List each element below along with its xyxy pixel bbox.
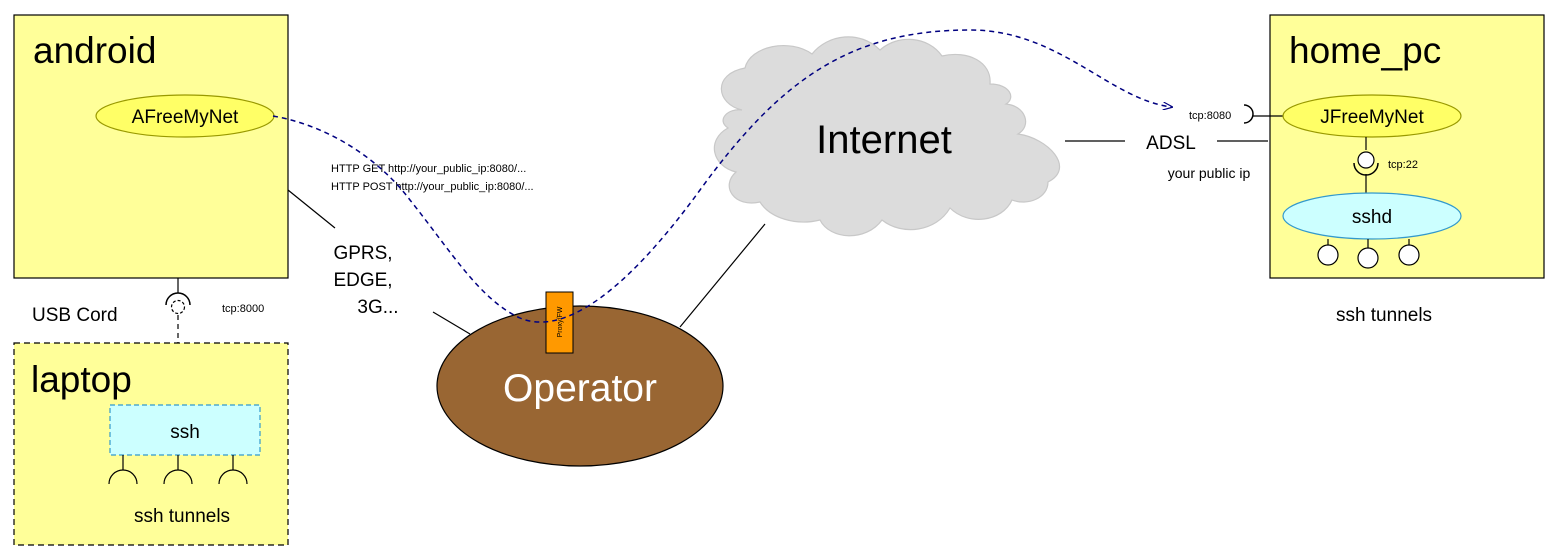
- laptop-tunnel-sockets: [108, 455, 248, 485]
- laptop-tunnels-label: ssh tunnels: [134, 506, 230, 527]
- home-tunnels-label: ssh tunnels: [1336, 305, 1432, 326]
- adsl-label: ADSL: [1146, 133, 1196, 154]
- home-pc-title: home_pc: [1289, 30, 1441, 71]
- home-pc-node: home_pc tcp:8080 JFreeMyNet tcp:22 sshd: [1189, 14, 1545, 279]
- usb-cord-label: USB Cord: [32, 305, 118, 326]
- http-port-socket-icon: [1243, 104, 1254, 124]
- ssh-port-plug-icon: [1357, 151, 1375, 169]
- internet-label: Internet: [816, 118, 952, 162]
- mobile-link-gprs: GPRS,: [333, 243, 392, 264]
- http-post-label: HTTP POST http://your_public_ip:8080/...: [331, 181, 534, 193]
- proxy-firewall-label: Proxy/FW: [557, 306, 564, 337]
- operator-label: Operator: [503, 367, 657, 410]
- mobile-link-edge: EDGE,: [333, 270, 392, 291]
- http-tunnel-path: [272, 29, 1172, 323]
- mobile-link-3g: 3G...: [357, 297, 398, 318]
- gprs-to-operator-line: [432, 311, 471, 335]
- usb-socket-icon: [165, 292, 191, 306]
- android-box: [13, 14, 289, 279]
- ssh-client-box: [109, 404, 261, 456]
- proxy-firewall-box: [545, 291, 574, 354]
- laptop-node: laptop ssh ssh tunnels: [13, 342, 289, 546]
- usb-plug-icon: [170, 299, 186, 315]
- android-node: android AFreeMyNet: [13, 14, 289, 279]
- laptop-title: laptop: [31, 359, 132, 400]
- ssh-client-label: ssh: [170, 422, 200, 443]
- sshd-label: sshd: [1352, 207, 1392, 228]
- android-to-gprs-line: [287, 189, 336, 229]
- operator-node: Operator Proxy/FW: [436, 291, 724, 467]
- operator-ellipse: [436, 305, 724, 467]
- home-tunnel-plugs: [1317, 239, 1420, 269]
- jfreemynet-label: JFreeMyNet: [1320, 107, 1424, 128]
- http-port-label: tcp:8080: [1189, 110, 1231, 122]
- internet-cloud: [713, 36, 1061, 237]
- afreemynet-label: AFreeMyNet: [132, 107, 239, 128]
- http-get-label: HTTP GET http://your_public_ip:8080/...: [331, 163, 526, 175]
- sshd-ellipse: [1282, 192, 1462, 240]
- operator-to-internet-line: [679, 223, 766, 328]
- usb-port-label: tcp:8000: [222, 303, 264, 315]
- ssh-port-label: tcp:22: [1388, 159, 1418, 171]
- jfreemynet-ellipse: [1282, 94, 1462, 138]
- internet-node: Internet: [713, 36, 1061, 237]
- android-title: android: [33, 30, 156, 71]
- public-ip-label: your public ip: [1168, 165, 1251, 181]
